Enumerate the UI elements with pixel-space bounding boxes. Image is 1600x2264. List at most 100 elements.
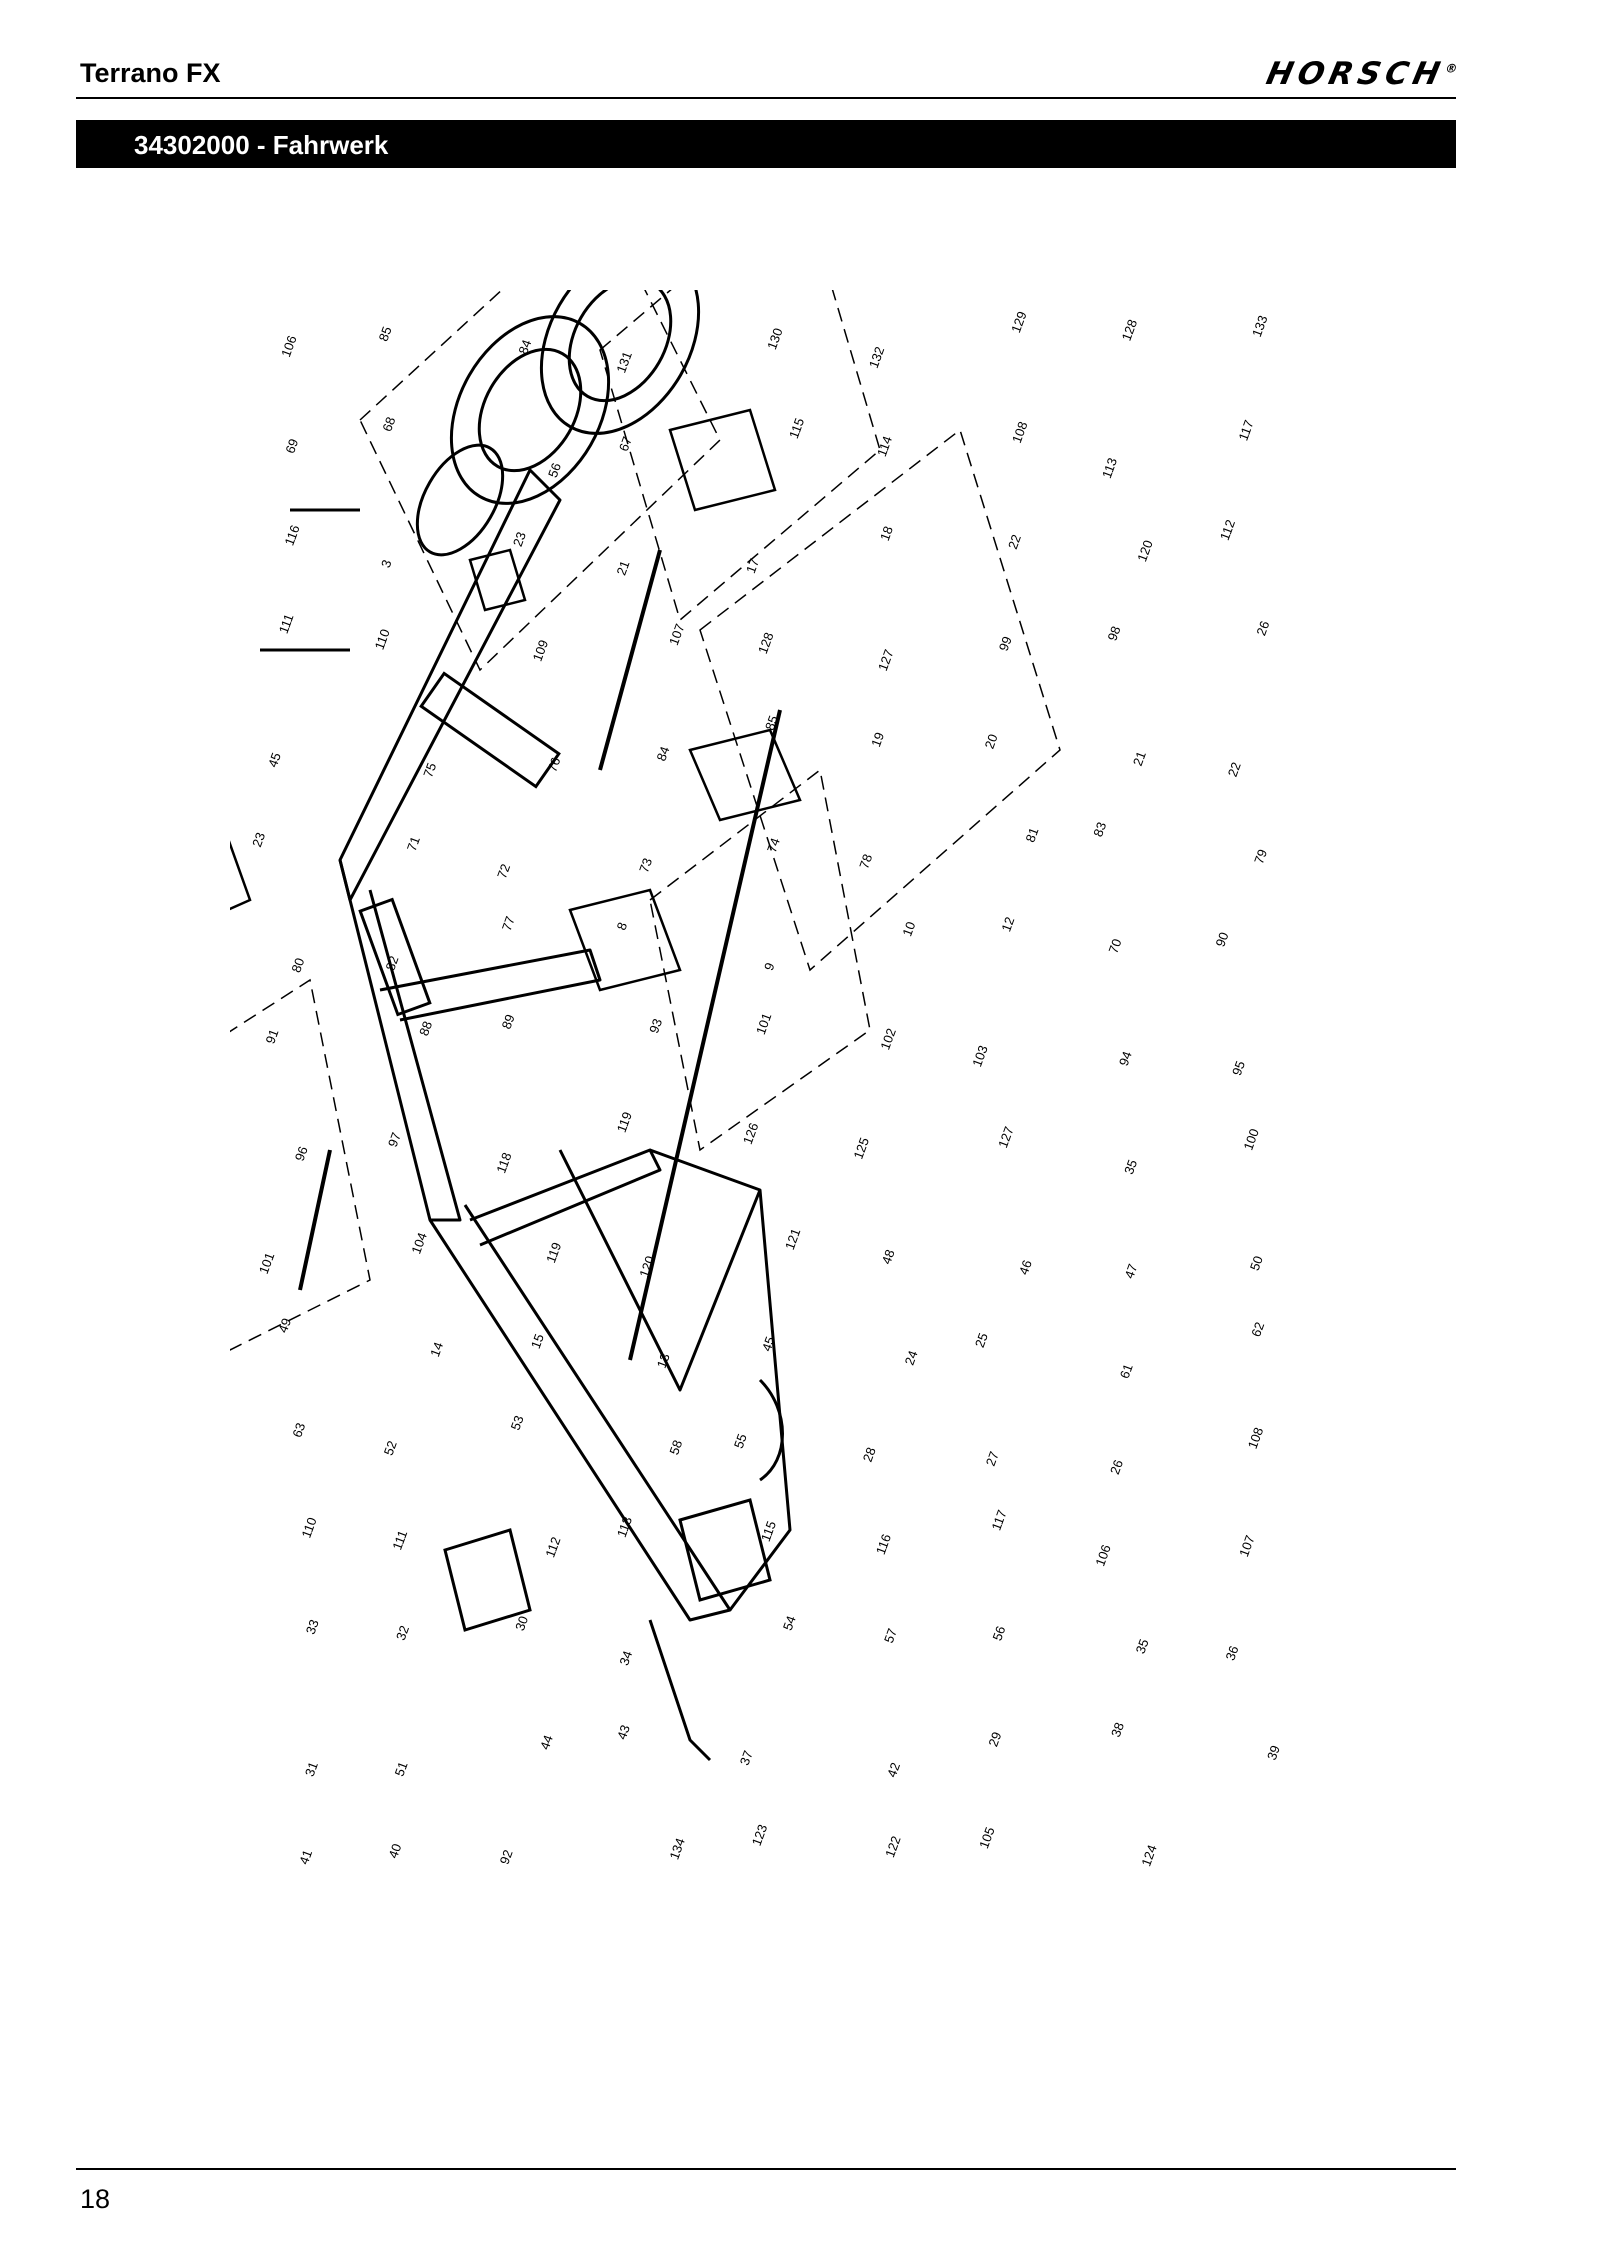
callout-number: 21	[1130, 749, 1149, 768]
callout-number: 134	[666, 1836, 688, 1862]
rim	[415, 443, 505, 557]
callout-number: 100	[1240, 1127, 1262, 1153]
callout-number: 47	[1121, 1262, 1140, 1281]
wheel-assembly	[415, 290, 701, 557]
callout-number: 112	[1217, 518, 1238, 543]
callout-number: 29	[985, 1730, 1004, 1749]
callout-number: 96	[292, 1144, 311, 1163]
callout-number: 56	[545, 461, 564, 480]
callout-number: 120	[636, 1254, 658, 1280]
callout-number: 123	[749, 1822, 771, 1848]
callout-number: 94	[1116, 1049, 1135, 1068]
callout-number: 28	[860, 1445, 879, 1464]
callout-number: 122	[882, 1834, 904, 1860]
callout-number: 128	[1119, 317, 1141, 343]
callout-number: 73	[636, 856, 655, 875]
callout-number: 106	[1092, 1543, 1114, 1569]
callout-number: 56	[989, 1624, 1008, 1643]
callout-number: 45	[759, 1334, 778, 1353]
callout-number: 9	[761, 961, 778, 973]
callout-number: 48	[879, 1247, 898, 1266]
callout-number: 103	[969, 1043, 991, 1069]
footer-divider	[76, 2168, 1456, 2170]
callout-number: 116	[282, 523, 303, 548]
callout-number: 105	[976, 1825, 998, 1851]
callout-number: 54	[780, 1614, 799, 1633]
callout-number: 44	[537, 1733, 556, 1752]
callout-number: 116	[873, 1532, 894, 1557]
section-header-bar: 34302000 - Fahrwerk	[76, 120, 1456, 168]
callout-number: 93	[646, 1017, 665, 1036]
callout-number: 55	[731, 1432, 750, 1451]
callout-number: 50	[1247, 1254, 1266, 1273]
callout-number: 19	[868, 730, 887, 749]
callout-number: 107	[1236, 1533, 1258, 1559]
callout-number: 35	[1133, 1637, 1152, 1656]
group-box-bottom-right	[649, 768, 871, 1152]
callout-number: 101	[256, 1250, 278, 1276]
callout-number: 49	[275, 1316, 294, 1335]
callout-number: 104	[408, 1230, 430, 1256]
group-box-bottom-left	[230, 978, 371, 1351]
frame-left-beam	[338, 859, 462, 1222]
callout-number: 115	[786, 416, 807, 441]
callout-number: 127	[995, 1124, 1017, 1150]
header-divider	[76, 97, 1456, 99]
support-bracket	[443, 1528, 532, 1632]
callout-number: 109	[530, 638, 552, 664]
callout-number: 12	[998, 915, 1017, 934]
callout-number: 127	[875, 647, 897, 673]
frame-lower-beam	[428, 1204, 732, 1622]
horsch-logo: HORSCH®	[1263, 56, 1460, 92]
callout-number: 30	[512, 1614, 531, 1633]
callout-number: 69	[282, 437, 301, 456]
page-header: Terrano FX HORSCH®	[76, 54, 1459, 100]
callout-number: 26	[1107, 1458, 1126, 1477]
callout-number: 33	[303, 1617, 322, 1636]
callout-number: 22	[1225, 760, 1244, 779]
tyre-inner-inner	[477, 347, 583, 473]
callout-number: 88	[416, 1019, 435, 1038]
callout-number: 113	[614, 1515, 635, 1540]
callout-number: 45	[265, 751, 284, 770]
document-title: Terrano FX	[80, 58, 221, 88]
warning-plate-1	[668, 408, 777, 512]
callout-number: 20	[982, 732, 1001, 751]
callout-number: 24	[902, 1348, 921, 1367]
frame-cross-1	[379, 948, 602, 1022]
callout-number: 41	[296, 1848, 315, 1867]
callout-number: 78	[856, 852, 875, 871]
warning-plate-6	[468, 548, 527, 612]
callout-number: 97	[385, 1130, 404, 1149]
callout-number: 26	[1253, 619, 1272, 638]
tyre-outer-inner	[567, 290, 673, 403]
callout-number: 83	[1090, 820, 1109, 839]
callout-number: 128	[755, 630, 777, 656]
callout-number: 82	[383, 954, 402, 973]
callout-number: 61	[1117, 1362, 1136, 1381]
callout-number: 89	[499, 1012, 518, 1031]
support-rod-upper	[598, 549, 662, 771]
callout-number: 106	[278, 334, 300, 360]
callout-number: 71	[404, 834, 423, 853]
callout-number: 126	[740, 1121, 762, 1147]
callout-number: 107	[666, 622, 688, 648]
callout-number: 18	[877, 524, 896, 543]
callout-number: 115	[758, 1519, 779, 1544]
safety-cable	[758, 1378, 784, 1482]
callout-number: 133	[1249, 313, 1271, 339]
callout-number: 8	[614, 920, 631, 932]
callout-number: 98	[1105, 624, 1124, 643]
group-box-wheels	[359, 290, 721, 672]
callout-number: 15	[528, 1332, 547, 1351]
callout-number: 43	[614, 1723, 633, 1742]
callout-number: 14	[427, 1340, 446, 1359]
callout-number: 25	[972, 1331, 991, 1350]
callout-number: 34	[616, 1649, 635, 1668]
callout-number: 118	[493, 1151, 514, 1176]
callout-number: 74	[764, 836, 783, 855]
callout-number: 110	[299, 1515, 320, 1540]
callout-number: 57	[881, 1626, 900, 1645]
callout-number: 75	[420, 761, 439, 780]
